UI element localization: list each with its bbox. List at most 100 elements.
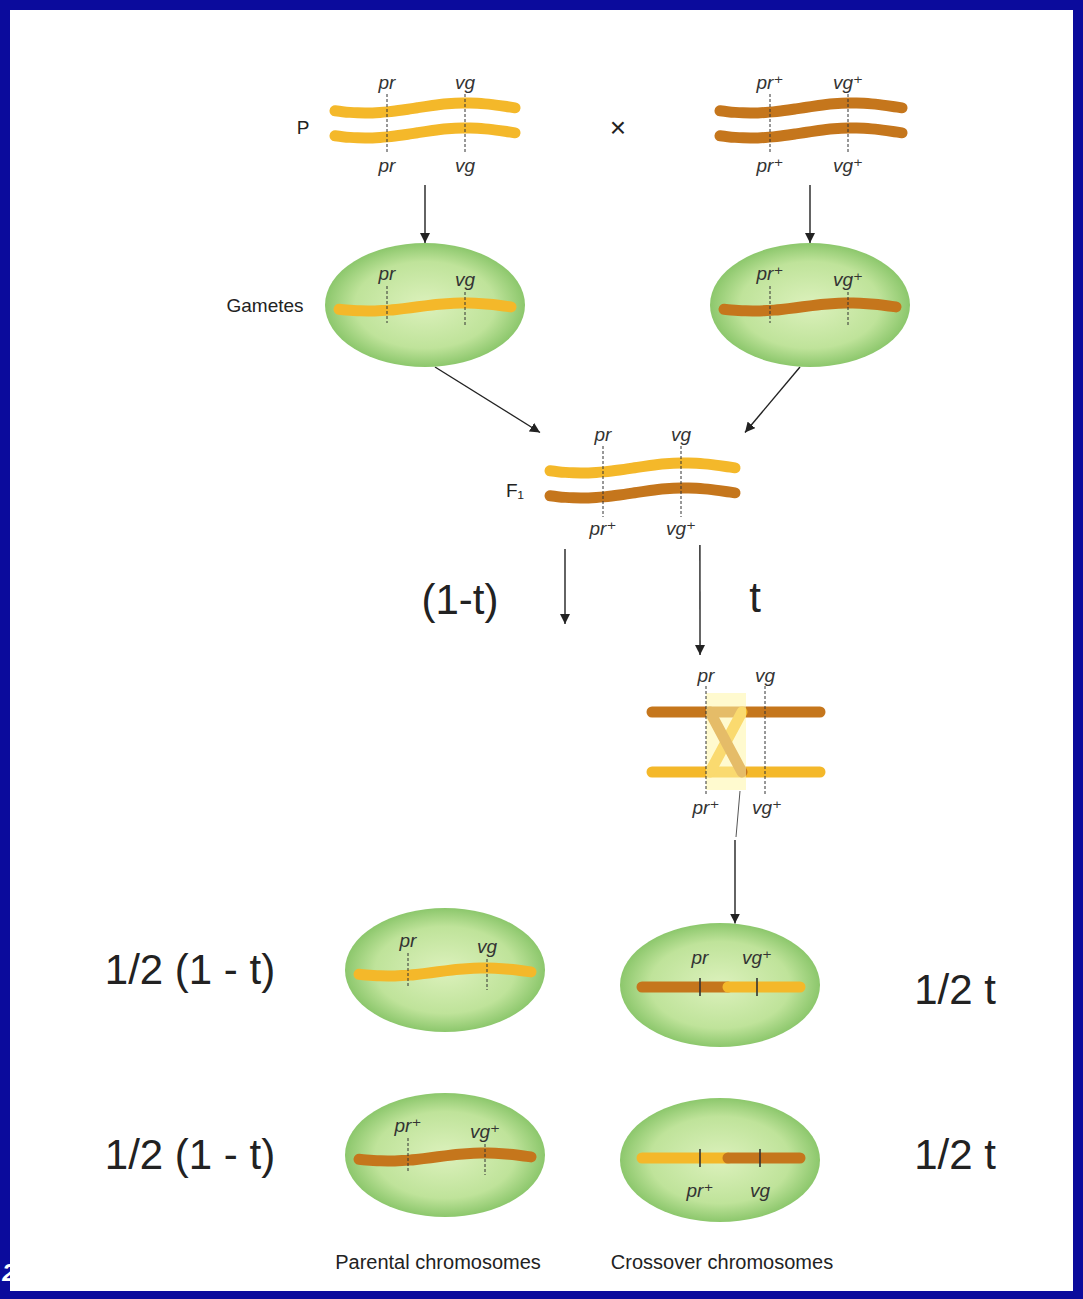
probability-label: 1/2 t: [914, 969, 996, 1011]
gene-label: pr: [692, 948, 709, 967]
no-crossover-arrow: [564, 549, 565, 624]
gamete-cell: [325, 243, 525, 367]
gene-label: vg: [755, 666, 775, 685]
gene-label: pr⁺: [757, 264, 784, 283]
chromosome-band: [720, 103, 902, 113]
locus-mark: [408, 953, 409, 988]
chromosome-band: [550, 488, 735, 498]
locus-mark: [487, 959, 488, 990]
gene-label: vg⁺: [742, 948, 772, 967]
gene-label: vg: [671, 425, 691, 444]
gene-label: pr: [595, 425, 612, 444]
chromosome-drawing: [640, 655, 830, 840]
arrow-connector: [424, 185, 425, 243]
gamete-oval: pr vg⁺: [620, 923, 820, 1047]
cross-symbol: ×: [610, 114, 626, 142]
gamete-cell: [710, 243, 910, 367]
generation-label: P: [297, 118, 310, 137]
gamete-cell: [345, 908, 545, 1032]
crossover-strand: [736, 791, 740, 837]
gamete-cell: [345, 1093, 545, 1217]
gene-label: vg⁺: [833, 270, 863, 289]
chromosome-pair: pr⁺ vg⁺ pr⁺ vg⁺: [710, 70, 910, 185]
locus-mark: [848, 94, 849, 153]
gene-label: vg: [455, 73, 475, 92]
gene-label: pr⁺: [590, 519, 617, 538]
locus-mark: [485, 1144, 486, 1175]
gene-label: pr⁺: [693, 798, 720, 817]
locus-mark: [765, 686, 766, 795]
gamete-oval: pr⁺vg⁺: [345, 1093, 545, 1217]
chromosome-drawing: [710, 70, 910, 185]
oval-shape: [710, 243, 910, 367]
arrow-connector: [745, 367, 800, 433]
oval-shape: [345, 908, 545, 1032]
column-caption: Parental chromosomes: [335, 1252, 541, 1272]
locus-mark: [465, 94, 466, 153]
gamete-oval: pr⁺ vg⁺: [710, 243, 910, 367]
probability-label: (1-t): [422, 579, 499, 621]
chromosome-band: [359, 1153, 531, 1161]
locus-mark: [603, 446, 604, 517]
arrow-connector: [435, 367, 540, 433]
chromosome-drawing: [325, 70, 525, 185]
oval-shape: [325, 243, 525, 367]
gamete-cell: [620, 1098, 820, 1222]
gene-label: vg⁺: [833, 73, 863, 92]
gene-label: pr⁺: [687, 1181, 714, 1200]
locus-mark: [706, 686, 707, 796]
chromosome-pair: pr vg pr⁺ vg⁺: [540, 420, 745, 545]
column-caption: Crossover chromosomes: [611, 1252, 833, 1272]
gamete-oval: pr⁺vg: [620, 1098, 820, 1222]
probability-label: 1/2 (1 - t): [105, 949, 275, 991]
chromosome-band: [335, 103, 515, 113]
locus-mark: [681, 446, 682, 517]
gene-label: pr⁺: [757, 73, 784, 92]
gene-label: vg⁺: [470, 1122, 500, 1141]
gene-label: pr: [379, 156, 396, 175]
chromosome-pair: pr vg pr vg: [325, 70, 525, 185]
slide-panel: [10, 10, 1073, 1291]
arrow-connector: [734, 840, 735, 924]
gene-label: vg: [477, 937, 497, 956]
gene-label: vg⁺: [833, 156, 863, 175]
stage-label: Gametes: [226, 296, 303, 315]
chromosome-band: [728, 982, 800, 993]
locus-mark: [770, 94, 771, 153]
locus-mark: [387, 286, 388, 323]
gamete-cell: [620, 923, 820, 1047]
gene-label: vg: [455, 156, 475, 175]
chromosome-band: [720, 128, 902, 138]
locus-mark: [756, 978, 758, 996]
locus-mark: [699, 1149, 701, 1167]
oval-shape: [620, 1098, 820, 1222]
generation-label: F₁: [506, 481, 524, 500]
gene-label: pr⁺: [757, 156, 784, 175]
chromosome-band: [642, 982, 728, 993]
chromosome-band: [335, 128, 515, 138]
arrow-connector: [699, 545, 701, 655]
locus-mark: [759, 1149, 761, 1167]
chiasma-highlight: [706, 693, 746, 790]
gene-label: pr: [379, 73, 396, 92]
chromosome-band: [724, 303, 896, 311]
chromosome-band: [642, 1153, 728, 1164]
locus-mark: [465, 292, 466, 325]
slide-number: 2: [2, 1261, 15, 1285]
locus-mark: [699, 978, 701, 996]
gene-label: vg: [455, 270, 475, 289]
gene-label: vg⁺: [666, 519, 696, 538]
locus-mark: [408, 1138, 409, 1173]
gamete-oval: prvg: [345, 908, 545, 1032]
gene-label: vg⁺: [752, 798, 782, 817]
gene-label: pr: [379, 264, 396, 283]
chromosome-drawing: [540, 420, 745, 545]
locus-mark: [387, 94, 388, 153]
oval-shape: [345, 1093, 545, 1217]
arrow-connector: [809, 185, 810, 243]
oval-shape: [620, 923, 820, 1047]
gene-label: pr: [698, 666, 715, 685]
gamete-oval: pr vg: [325, 243, 525, 367]
probability-label: 1/2 t: [914, 1134, 996, 1176]
